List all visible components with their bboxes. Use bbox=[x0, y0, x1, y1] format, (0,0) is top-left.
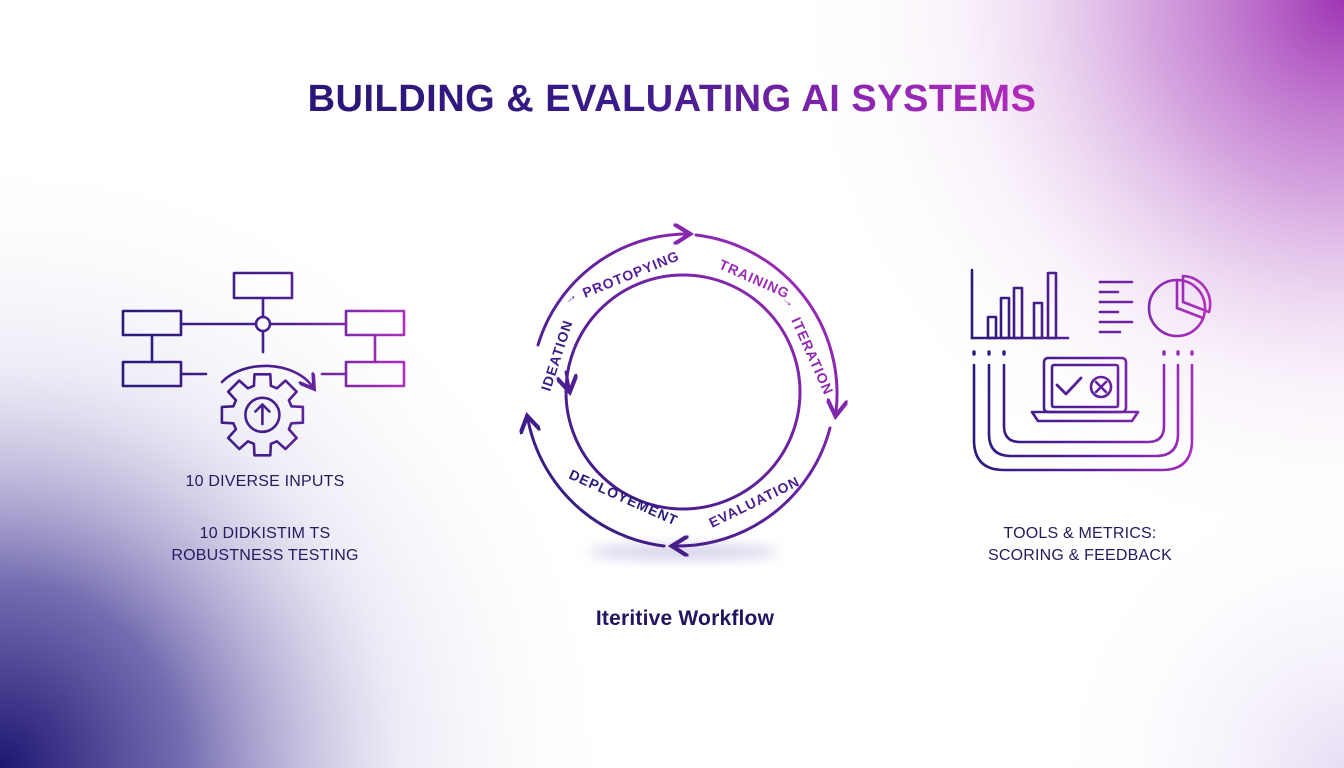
outer-arc-top-left bbox=[536, 234, 686, 347]
robustness-line-1: 10 DIDKISTIM TS bbox=[199, 525, 331, 542]
list-lines-icon bbox=[1098, 280, 1134, 334]
cycle-caption: Iteritive Workflow bbox=[595, 607, 775, 630]
network-gear-icon bbox=[121, 271, 406, 457]
tools-line-2: SCORING & FEEDBACK bbox=[987, 547, 1173, 564]
node-top-box bbox=[232, 271, 294, 300]
connector-lines bbox=[972, 363, 1194, 472]
stage-protopying: PROTOPYING bbox=[580, 247, 682, 300]
tools-metrics-icon bbox=[970, 268, 1212, 472]
diverse-inputs-label: 10 DIVERSE INPUTS bbox=[185, 473, 345, 490]
cross-circle-icon bbox=[1089, 375, 1113, 399]
tools-line-1: TOOLS & METRICS: bbox=[1003, 525, 1157, 542]
node-right-bottom-box bbox=[344, 360, 406, 388]
pie-chart-icon bbox=[1147, 274, 1212, 338]
outer-arc-bottom bbox=[676, 426, 832, 546]
iterative-cycle-diagram bbox=[528, 234, 837, 546]
robustness-testing-label: 10 DIDKISTIM TS ROBUSTNESS TESTING bbox=[150, 523, 380, 567]
cycle-stage-labels: IDEATION → PROTOPYING TRAINING → ITERATI… bbox=[538, 247, 837, 530]
robustness-line-2: ROBUSTNESS TESTING bbox=[171, 547, 359, 564]
node-left-top-box bbox=[121, 309, 183, 337]
stage-arrow-1: → bbox=[560, 287, 580, 308]
page-title: BUILDING & EVALUATING AI SYSTEMS bbox=[307, 78, 1037, 120]
stage-training: TRAINING bbox=[717, 256, 793, 301]
hub-node bbox=[254, 315, 272, 333]
dot-markers bbox=[972, 350, 1194, 356]
inner-ring bbox=[564, 273, 802, 511]
node-left-bottom-box bbox=[121, 360, 183, 388]
check-icon bbox=[1055, 376, 1083, 396]
stage-deployement: DEPLOYEMENT bbox=[567, 466, 681, 528]
laptop-icon bbox=[1030, 356, 1140, 423]
outer-arc-bottom-left bbox=[528, 420, 666, 548]
node-right-top-box bbox=[344, 309, 406, 337]
bar-chart-icon bbox=[970, 268, 1070, 340]
gear-icon bbox=[220, 373, 305, 457]
outer-arc-right bbox=[694, 233, 837, 412]
tools-metrics-label: TOOLS & METRICS: SCORING & FEEDBACK bbox=[960, 523, 1200, 567]
